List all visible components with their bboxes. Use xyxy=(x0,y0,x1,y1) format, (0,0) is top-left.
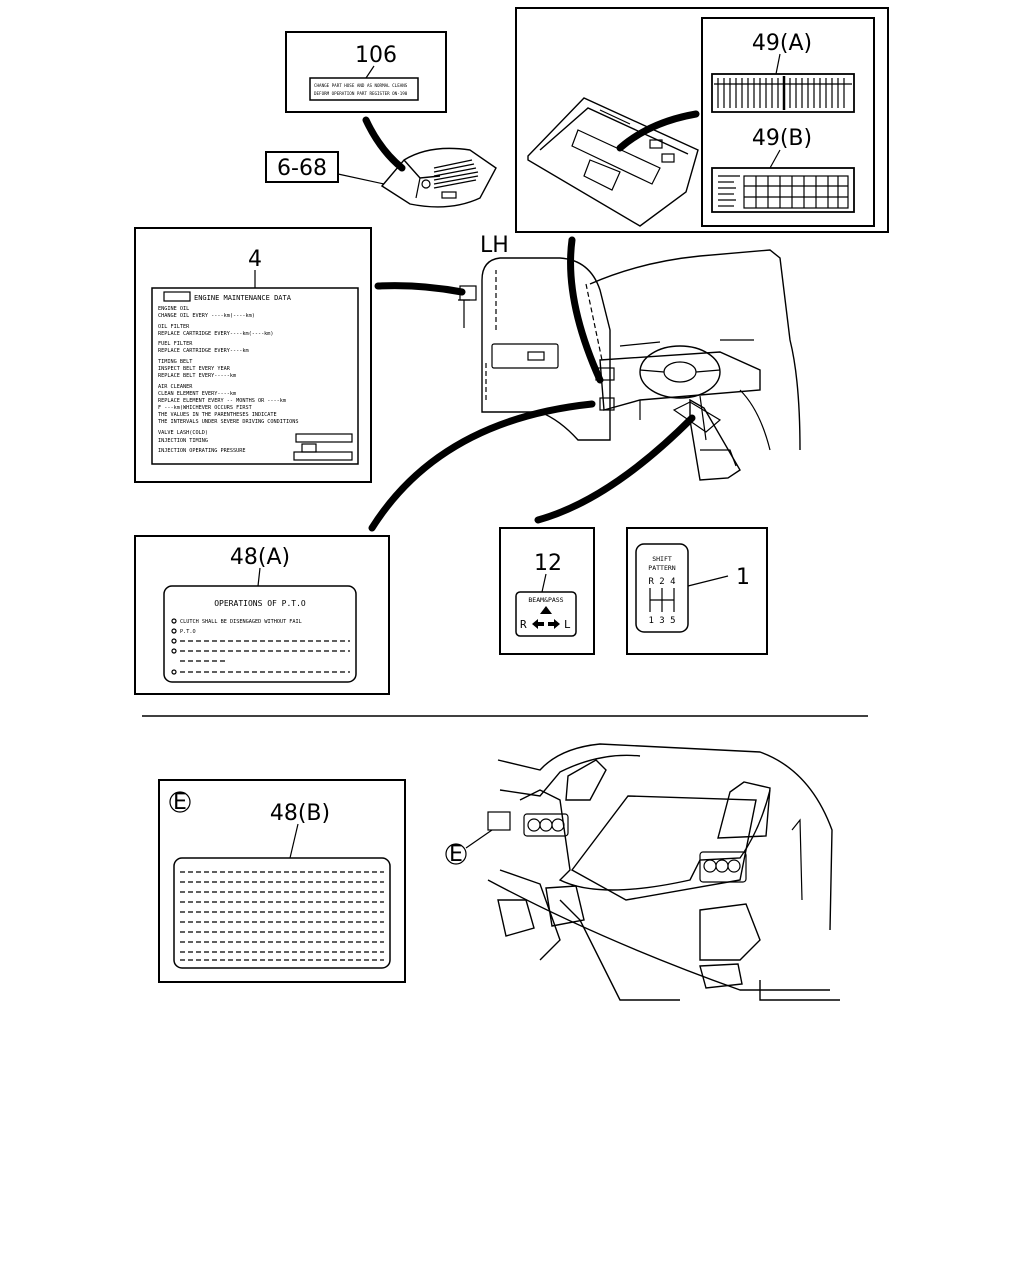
callout-e-dash: E xyxy=(449,842,463,867)
dashboard-drawing: E xyxy=(445,743,840,1001)
label-4-line-14: THE INTERVALS UNDER SEVERE DRIVING CONDI… xyxy=(158,419,299,425)
label-4-line-4: FUEL FILTER xyxy=(158,341,193,347)
cab-interior: LH xyxy=(458,233,801,481)
label-12-right: R xyxy=(520,618,527,631)
arrow-right-icon xyxy=(548,619,560,629)
label-12-left: L xyxy=(564,618,571,631)
label-4-line-7: INSPECT BELT EVERY YEAR xyxy=(158,366,231,372)
callout-49a: 49(A) xyxy=(752,31,812,56)
callout-4-panel: 4 ENGINE MAINTENANCE DATA ENGINE OIL CHA… xyxy=(134,227,372,483)
callout-e-box: E xyxy=(173,790,187,815)
label-48a-line1: CLUTCH SHALL BE DISENGAGED WITHOUT FAIL xyxy=(180,619,302,625)
callout-49b: 49(B) xyxy=(752,126,812,151)
arrow-left-icon xyxy=(532,619,544,629)
label-4-line-10: CLEAN ELEMENT EVERY----km xyxy=(158,391,236,397)
label-4-line-17: INJECTION OPERATING PRESSURE xyxy=(158,448,245,454)
label-1-line2: PATTERN xyxy=(648,564,675,572)
leader-49 xyxy=(567,236,604,384)
callout-48a: 48(A) xyxy=(230,545,290,570)
arrow-up-icon xyxy=(540,606,552,614)
label-4-line-5: REPLACE CARTRIDGE EVERY----km xyxy=(158,348,249,354)
label-4-line-8: REPLACE BELT EVERY-----km xyxy=(158,373,236,379)
callout-1-panel: SHIFT PATTERN R 2 4 1 3 5 1 xyxy=(626,527,768,655)
callout-48b-panel: E 48(B) xyxy=(158,779,406,983)
label-4-line-11: REPLACE ELEMENT EVERY -- MONTHS OR ----k… xyxy=(158,398,286,404)
callout-4: 4 xyxy=(248,247,262,272)
label-4-line-0: ENGINE OIL xyxy=(158,306,189,312)
label-4-line-2: OIL FILTER xyxy=(158,324,190,330)
callout-106-panel: 106 CHANGE PART HOSE AND AS NORMAL CLEAN… xyxy=(285,31,447,113)
label-1-bottom-row: 1 3 5 xyxy=(648,616,675,626)
label-1-top-row: R 2 4 xyxy=(648,577,675,587)
label-lh: LH xyxy=(480,233,509,258)
label-4-line-12: F ---km(WHICHEVER OCCURS FIRST xyxy=(158,405,252,411)
label-4-title: ENGINE MAINTENANCE DATA xyxy=(194,294,292,302)
callout-12: 12 xyxy=(534,551,562,576)
callout-1: 1 xyxy=(736,565,750,590)
label-4-line-16: INJECTION TIMING xyxy=(158,438,208,444)
overhead-console: 6-68 xyxy=(265,147,497,208)
label-106-line1: CHANGE PART HOSE AND AS NORMAL CLEANS xyxy=(314,83,408,88)
callout-49-panel: 49(A) 49(B) xyxy=(515,7,889,233)
callout-12-panel: 12 BEAM&PASS R L xyxy=(499,527,595,655)
label-4-line-13: THE VALUES IN THE PARENTHESES INDICATE xyxy=(158,412,277,418)
label-4-line-3: REPLACE CARTRIDGE EVERY----km(----km) xyxy=(158,331,274,337)
label-48a-title: OPERATIONS OF P.T.O xyxy=(214,599,306,608)
callout-48b: 48(B) xyxy=(270,801,330,826)
label-4-line-9: AIR CLEANER xyxy=(158,384,193,390)
callout-106: 106 xyxy=(355,43,397,68)
leader-48a xyxy=(368,400,596,532)
label-12-text: BEAM&PASS xyxy=(528,596,563,604)
leader-4 xyxy=(374,282,466,296)
leader-106 xyxy=(362,116,406,172)
label-106-line2: DEFORM OPERATION PART REGISTER ON-190 xyxy=(314,91,408,96)
label-4-line-15: VALVE LASH(COLD) xyxy=(158,430,208,436)
callout-6-68: 6-68 xyxy=(277,156,327,181)
callout-48a-panel: 48(A) OPERATIONS OF P.T.O CLUTCH SHALL B… xyxy=(134,535,390,695)
label-48a-line2: P.T.O xyxy=(180,629,196,635)
label-4-line-1: CHANGE OIL EVERY ----km(----km) xyxy=(158,313,255,319)
label-1-line1: SHIFT xyxy=(652,555,672,563)
label-4-line-6: TIMING BELT xyxy=(158,359,192,365)
leader-12 xyxy=(534,414,696,524)
